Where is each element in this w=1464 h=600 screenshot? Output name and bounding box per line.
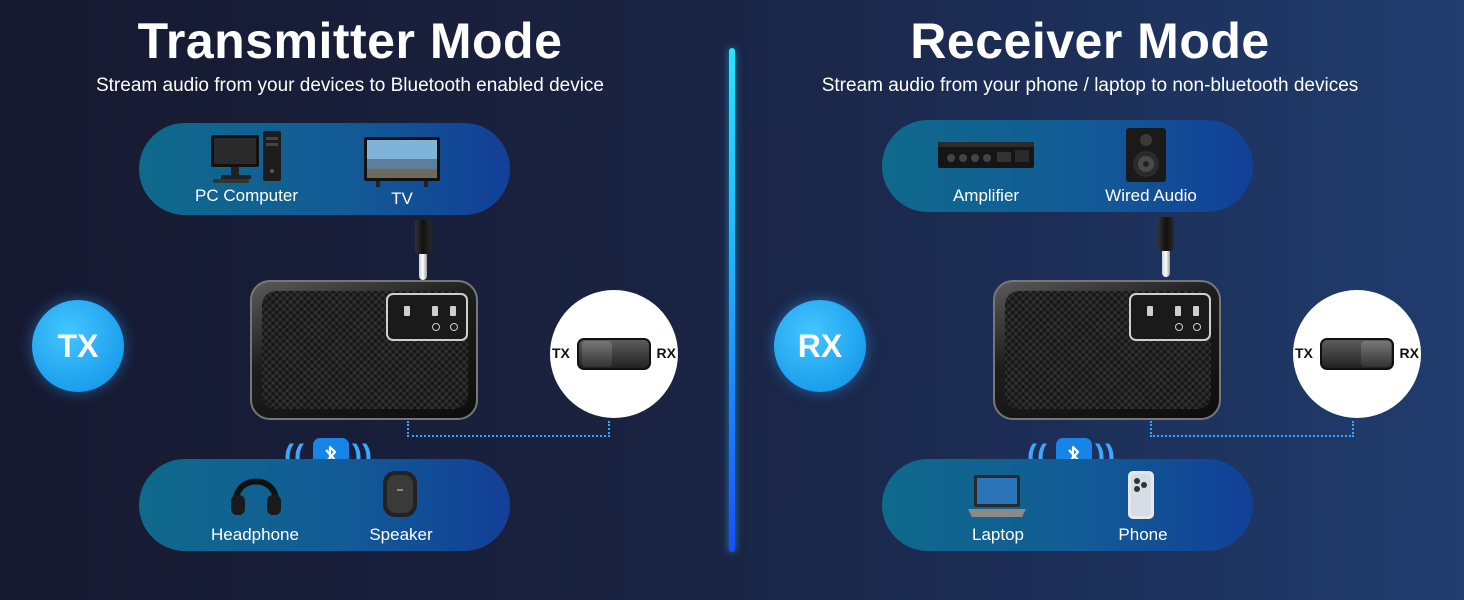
tx-callout-connector — [407, 421, 610, 437]
laptop-label: Laptop — [972, 525, 1024, 544]
tv-label: TV — [391, 189, 413, 208]
tx-source-panel: PC Computer TV — [139, 123, 510, 215]
mode-switch — [1320, 338, 1394, 370]
led-panel — [1129, 293, 1211, 341]
bluetooth-icon — [1068, 445, 1080, 467]
switch-rx-label: RX — [656, 345, 676, 361]
mode-divider — [729, 48, 735, 552]
switch-tx-label: TX — [1295, 345, 1313, 361]
receiver-title: Receiver Mode — [910, 13, 1270, 69]
tx-switch-callout: TX RX — [550, 290, 678, 418]
laptop-icon — [968, 475, 1026, 517]
bluetooth-icon — [325, 445, 337, 467]
led-panel — [386, 293, 468, 341]
wired-audio-speaker-icon — [1126, 128, 1166, 182]
tx-mode-badge: TX — [32, 300, 124, 392]
rx-output-panel: Amplifier Wired Audio — [882, 120, 1253, 212]
rx-source-panel: Laptop Phone — [882, 459, 1253, 551]
transmitter-subtitle: Stream audio from your devices to Blueto… — [95, 75, 605, 96]
switch-tx-label: TX — [552, 345, 570, 361]
rx-audio-jack — [1157, 217, 1175, 279]
mode-switch — [577, 338, 651, 370]
rx-callout-connector — [1150, 421, 1354, 437]
rx-switch-callout: TX RX — [1293, 290, 1421, 418]
pc-computer-icon — [211, 131, 281, 183]
tv-icon — [364, 137, 440, 187]
headphone-label: Headphone — [211, 525, 299, 544]
tx-adapter-device — [250, 280, 478, 420]
headphone-icon — [231, 478, 281, 515]
receiver-subtitle: Stream audio from your phone / laptop to… — [821, 75, 1359, 96]
tx-audio-jack — [414, 220, 432, 282]
wired-audio-label: Wired Audio — [1105, 186, 1197, 205]
tx-output-panel: Headphone Speaker — [139, 459, 510, 551]
switch-rx-label: RX — [1399, 345, 1419, 361]
amplifier-label: Amplifier — [952, 186, 1020, 205]
phone-label: Phone — [1118, 525, 1168, 544]
speaker-label: Speaker — [369, 525, 433, 544]
transmitter-title: Transmitter Mode — [137, 13, 563, 69]
speaker-icon — [383, 471, 417, 517]
pc-computer-label: PC Computer — [195, 186, 298, 205]
rx-mode-badge: RX — [774, 300, 866, 392]
rx-adapter-device — [993, 280, 1221, 420]
amplifier-icon — [938, 142, 1034, 168]
phone-icon — [1128, 471, 1154, 519]
